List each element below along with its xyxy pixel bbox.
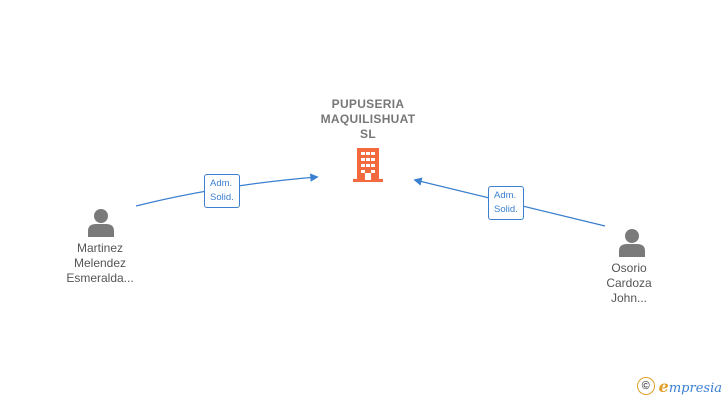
role-line: Solid. (210, 192, 234, 203)
role-line: Adm. (210, 178, 233, 189)
brand-logo-initial: e (658, 376, 669, 396)
person-name-line: John... (610, 291, 648, 305)
person-name-line: Melendez (73, 256, 127, 270)
brand-logo-text: mpresia (668, 380, 722, 396)
person-name-martinez[interactable]: Martinez Melendez Esmeralda... (45, 241, 155, 286)
person-icon[interactable] (617, 227, 647, 257)
role-line: Adm. (494, 190, 517, 201)
person-name-osorio[interactable]: Osorio Cardoza John... (574, 261, 684, 306)
brand-logo[interactable]: empresia (659, 377, 722, 396)
company-name-line-3: SL (360, 127, 376, 141)
person-name-line: Martinez (76, 241, 123, 255)
copyright-icon: © (636, 377, 655, 395)
company-name[interactable]: PUPUSERIA MAQUILISHUAT SL (308, 97, 428, 142)
role-badge-osorio: Adm. Solid. (488, 186, 524, 220)
role-badge-martinez: Adm. Solid. (204, 174, 240, 208)
person-name-line: Osorio (611, 261, 647, 275)
footer-branding: © empresia (636, 376, 722, 396)
company-name-line-1: PUPUSERIA (331, 97, 405, 111)
company-name-line-2: MAQUILISHUAT (320, 112, 416, 126)
person-name-line: Esmeralda... (66, 271, 134, 285)
building-icon[interactable] (353, 148, 383, 182)
person-icon[interactable] (86, 207, 116, 237)
role-line: Solid. (494, 204, 518, 215)
person-name-line: Cardoza (606, 276, 652, 290)
